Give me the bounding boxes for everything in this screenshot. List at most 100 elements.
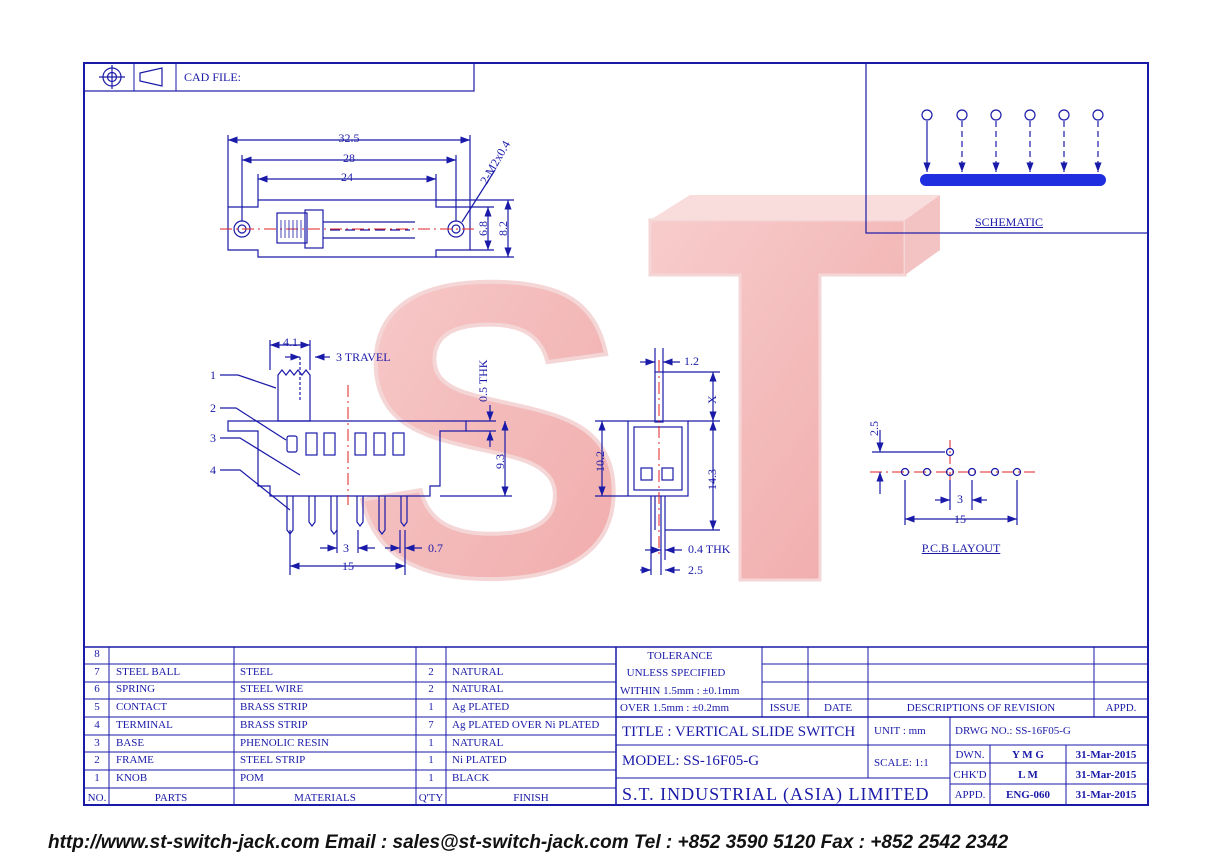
bom-cell-part: CONTACT [116,701,168,713]
bom-cell-qty: 7 [428,719,434,731]
bom-cell-material: STEEL STRIP [240,754,306,766]
revision-appd-header: APPD. [1105,702,1137,714]
bom-cell-part: BASE [116,737,145,749]
bom-cell-material: BRASS STRIP [240,701,308,713]
pcb-hole [1012,467,1022,477]
pcb-hole [945,447,955,457]
schematic-terminal [1024,109,1036,121]
drawn-by: Y M G [1012,749,1044,761]
terminal-pin [378,496,386,535]
approved-by: ENG-060 [1006,789,1050,801]
dim-overall-length: 32.5 [338,131,360,145]
bom-cell-no: 5 [94,701,100,713]
title-block-grid [84,646,1148,805]
schematic-terminal [1092,109,1104,121]
tolerance-subtitle: UNLESS SPECIFIED [626,667,726,679]
terminal-pin [330,496,338,535]
bom-cell-finish: Ag PLATED OVER Ni PLATED [452,719,600,731]
pcb-layout-title: P.C.B LAYOUT [921,541,1001,555]
schematic-terminal [990,109,1002,121]
schematic-terminal [956,109,968,121]
bom-header-qty: Q'TY [418,792,444,804]
callout-1: 1 [210,368,216,382]
revision-issue-header: ISSUE [769,702,801,714]
bom-header-parts: PARTS [154,792,188,804]
bom-cell-qty: 1 [428,701,434,713]
pcb-dim-row: 2.5 [867,421,881,436]
dim-knob-height: X [705,395,719,404]
tolerance-within: WITHIN 1.5mm : ±0.1mm [620,685,740,697]
dim-height-outer: 8.2 [496,221,510,236]
schematic-terminal [1058,109,1070,121]
pcb-layout-diagram [870,430,1035,525]
bom-header-no: NO. [87,792,107,804]
bom-cell-finish: BLACK [452,772,490,784]
schematic-terminal [921,109,933,121]
schematic-title: SCHEMATIC [974,215,1044,229]
bom-cell-qty: 1 [428,754,434,766]
dim-body-height: 9.3 [493,454,507,469]
dim-pin-pitch: 3 [343,541,349,555]
bom-cell-no: 7 [94,666,100,678]
dim-travel: 3 TRAVEL [336,350,391,364]
bom-cell-qty: 1 [428,737,434,749]
bom-cell-no: 4 [94,719,100,731]
contact-footer: http://www.st-switch-jack.com Email : sa… [48,832,1009,853]
dim-end-body-height: 10.2 [593,451,607,472]
terminal-pin [356,496,364,527]
pcb-hole [900,467,910,477]
dim-pin-thickness: 0.4 THK [688,542,731,556]
dim-knob-thickness: 1.2 [684,354,699,368]
approved-date: 31-Mar-2015 [1075,789,1137,801]
dim-total-height: 14.3 [705,469,719,490]
pcb-hole [945,467,955,477]
tolerance-over: OVER 1.5mm : ±0.2mm [620,702,730,714]
bom-header-finish: FINISH [513,792,549,804]
company-name: S.T. INDUSTRIAL (ASIA) LIMITED [622,784,930,804]
bom-cell-qty: 2 [428,666,434,678]
model-number: MODEL: SS-16F05-G [622,753,760,769]
bom-cell-material: STEEL WIRE [240,683,304,695]
terminal-pin [308,496,316,527]
dim-body-length: 24 [341,170,353,184]
drawn-date: 31-Mar-2015 [1075,749,1137,761]
dim-pin-spacing: 2.5 [688,563,703,577]
drawing-title: TITLE : VERTICAL SLIDE SWITCH [622,724,856,740]
bom-cell-material: PHENOLIC RESIN [240,737,329,749]
dim-height-inner: 6.8 [476,221,490,236]
bom-cell-no: 1 [94,772,100,784]
tolerance-title: TOLERANCE [647,650,713,662]
bom-cell-part: TERMINAL [116,719,173,731]
scale-label: SCALE: 1:1 [874,757,929,769]
bom-cell-finish: Ag PLATED [452,701,510,713]
bom-cell-no: 6 [94,683,100,695]
approved-label: APPD. [954,789,986,801]
drawing-number: DRWG NO.: SS-16F05-G [955,725,1071,737]
unit-label: UNIT : mm [874,725,926,737]
bom-cell-part: SPRING [116,683,156,695]
pcb-hole [967,467,977,477]
bom-cell-material: STEEL [240,666,273,678]
dim-pin-width: 0.7 [428,541,443,555]
cad-file-label: CAD FILE: [184,70,241,84]
pcb-dim-span: 15 [954,512,966,526]
projection-symbol-icon [99,65,163,89]
revision-date-header: DATE [823,702,853,714]
bom-cell-finish: Ni PLATED [452,754,507,766]
dim-frame-thickness: 0.5 THK [476,359,490,402]
dim-knob-width: 4.1 [283,335,298,349]
terminal-pin [400,496,408,527]
bom-cell-no: 8 [94,648,100,660]
bom-cell-finish: NATURAL [452,666,504,678]
terminal-pin [286,496,294,535]
callout-2: 2 [210,401,216,415]
bom-cell-qty: 1 [428,772,434,784]
bom-cell-material: BRASS STRIP [240,719,308,731]
bom-cell-finish: NATURAL [452,737,504,749]
bom-cell-part: FRAME [116,754,154,766]
dim-mount-spacing: 28 [343,151,355,165]
end-view [595,348,720,575]
bom-cell-no: 3 [94,737,100,749]
revision-description-header: DESCRIPTIONS OF REVISION [906,702,1056,714]
